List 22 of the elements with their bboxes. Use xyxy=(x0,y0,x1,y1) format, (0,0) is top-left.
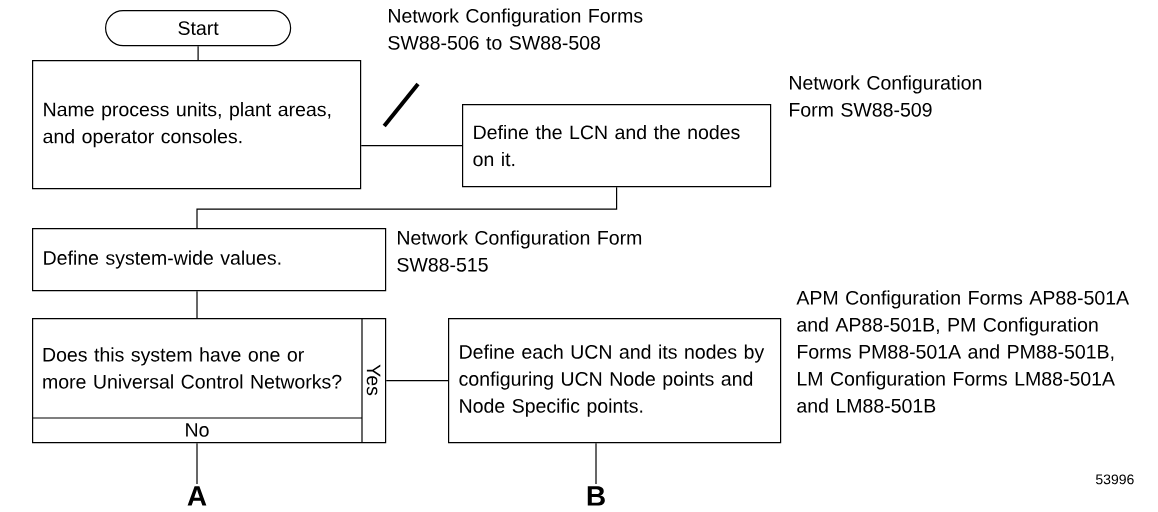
connector-line xyxy=(196,290,198,319)
connector-line xyxy=(360,145,463,147)
form-reference: Network Configuration Forms SW88-506 to SW88-508 xyxy=(388,8,643,50)
branch-label: No xyxy=(186,423,209,437)
process-box: Define each UCN and its nodes by configuring UCN Node points and Node Specific points. xyxy=(448,318,782,444)
leader-line xyxy=(382,82,420,128)
connector-line xyxy=(196,186,618,229)
branch-label: Yes xyxy=(366,364,381,396)
connector-line xyxy=(385,380,449,382)
process-box: Name process units, plant areas, and operator consoles. xyxy=(32,60,362,190)
process-box: Define the LCN and the nodes on it. xyxy=(462,104,772,188)
connector-label: A xyxy=(187,486,207,506)
connector-line xyxy=(196,442,198,485)
form-reference: Network Configuration Form SW88-515 xyxy=(397,230,642,272)
connector-line xyxy=(595,442,597,485)
question-text: Does this system have one or more Universal Control Networks? xyxy=(43,347,342,389)
form-reference: APM Configuration Forms AP88-501A and AP88-501B, PM Configuration Forms PM88-501A and PM88-501B, LM Configuration Forms LM88-501A and LM88-501B xyxy=(796,290,1130,413)
connector-line xyxy=(197,45,199,61)
process-box: Define system-wide values. xyxy=(32,228,387,292)
connector-label: B xyxy=(587,486,605,506)
figure-number: 53996 xyxy=(1095,474,1134,485)
form-reference: Network Configuration Form SW88-509 xyxy=(790,75,982,117)
